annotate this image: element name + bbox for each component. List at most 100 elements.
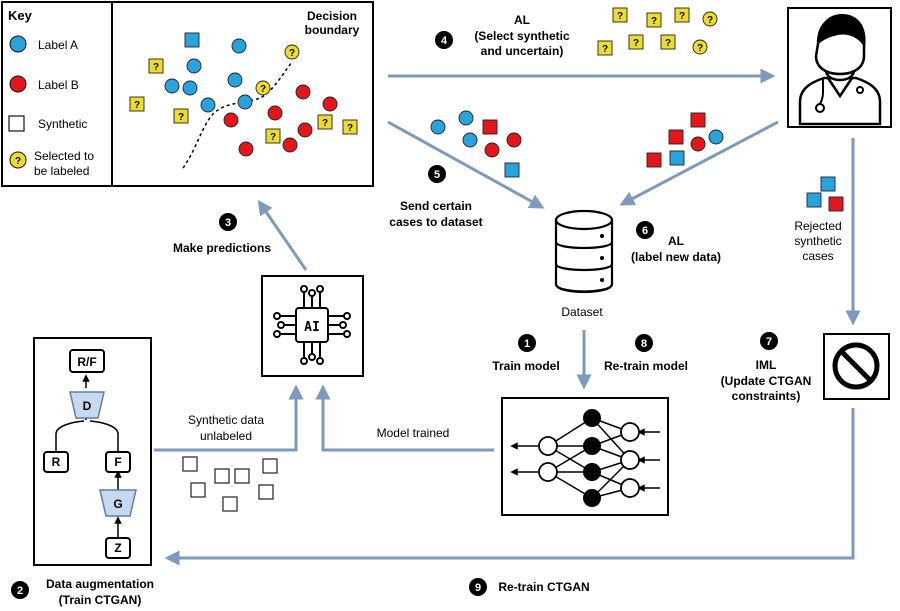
gan-rf: R/F [77, 355, 96, 369]
al-selected-mark-mark: ? [707, 15, 713, 26]
rejected-line1: Rejected [794, 219, 841, 233]
step-1-number: 1 [524, 338, 530, 350]
scatter-point [342, 119, 358, 135]
scatter-point [295, 84, 311, 100]
ai-chip-label: AI [304, 320, 320, 335]
arrow-model-trained [315, 384, 494, 452]
step-3-label: Make predictions [173, 241, 271, 255]
scatter-point [184, 32, 200, 48]
key-synthetic: Synthetic [38, 117, 87, 131]
step-7: 7 IML (Update CTGAN constraints) [721, 332, 811, 403]
synthetic-swatch [8, 115, 25, 132]
flow-arrows [154, 68, 861, 566]
step-9: 9 Re-train CTGAN [469, 578, 590, 596]
step-7-line3: constraints) [732, 389, 801, 403]
al-selected-mark [628, 34, 644, 50]
step-2-number: 2 [17, 585, 23, 597]
label-b-swatch [9, 75, 27, 93]
scatter-point [237, 94, 253, 110]
scatter-point [186, 58, 202, 74]
scatter-point [267, 105, 283, 121]
model-trained-label: Model trained [377, 426, 450, 440]
scatter-point-mark: ? [270, 132, 276, 143]
scatter-point [227, 72, 243, 88]
gan-z: Z [114, 541, 121, 555]
step-6-line1: AL [668, 234, 684, 248]
rejected-line2: synthetic [794, 234, 841, 248]
step-3-number: 3 [225, 217, 231, 229]
arrow-label-new [619, 120, 779, 206]
al-selected-mark [674, 7, 690, 23]
synthetic-unlabeled-mark [222, 496, 238, 512]
scatter-point [223, 112, 239, 128]
scatter-point [173, 108, 189, 124]
step-4-number: 4 [441, 35, 448, 47]
scatter-point-mark: ? [134, 100, 140, 111]
certain-case-mark [458, 110, 474, 126]
scatter-point [231, 38, 247, 54]
synthetic-unlabeled-mark [182, 456, 198, 472]
scatter-point-mark: ? [153, 62, 159, 73]
arrow-synthetic [154, 384, 304, 452]
dataset-label: Dataset [561, 305, 603, 319]
synthetic-unlabeled-mark [234, 468, 250, 484]
scatter-point-mark: ? [178, 112, 184, 123]
step-1: 1 Train model [492, 334, 560, 373]
al-selected-mark-mark: ? [651, 16, 657, 27]
synthetic-data-line1: Synthetic data [188, 413, 264, 427]
scatter-point [164, 78, 180, 94]
step-7-line1: IML [756, 358, 777, 372]
step-6: 6 AL (label new data) [631, 221, 721, 264]
scatter-point [255, 80, 271, 96]
rejected-case-mark [820, 176, 836, 192]
scatter-point-mark: ? [260, 84, 266, 95]
key-title: Key [8, 8, 33, 23]
step-8-number: 8 [641, 338, 647, 350]
arrow-predict [257, 199, 308, 271]
label-a-swatch [9, 35, 27, 53]
rejected-line3: cases [802, 249, 833, 263]
scatter-plot: Decision boundary ???????? [129, 9, 360, 169]
step-5-number: 5 [434, 169, 440, 181]
rejected-case-mark [806, 192, 822, 208]
scatter-point-mark: ? [289, 48, 295, 59]
step-3: 3 Make predictions [173, 213, 271, 255]
step-2-line2: (Train CTGAN) [59, 593, 142, 607]
step-1-label: Train model [492, 359, 559, 373]
al-selected-mark-mark: ? [633, 38, 639, 49]
synthetic-unlabeled-mark [262, 458, 278, 474]
al-selected-mark [646, 12, 662, 28]
scatter-point [322, 96, 338, 112]
scatter-point-mark: ? [347, 123, 353, 134]
scatter-point [284, 44, 300, 60]
certain-case-mark [504, 162, 520, 178]
al-selected-mark [612, 7, 628, 23]
gan-d: D [83, 399, 92, 413]
neural-network-panel [501, 397, 669, 516]
key-label-a: Label A [38, 38, 78, 52]
synthetic-unlabeled-mark [214, 468, 230, 484]
step-5-line2: cases to dataset [389, 215, 482, 229]
rejected-case-mark [828, 196, 844, 212]
arrow-send-certain [387, 120, 545, 209]
scatter-point [182, 80, 198, 96]
al-selected-mark [660, 34, 676, 50]
synthetic-data-line2: unlabeled [200, 429, 252, 443]
scatter-point [282, 137, 298, 153]
arrow-retrain-ctgan [164, 408, 855, 566]
al-selected-mark-mark: ? [679, 11, 685, 22]
selected-swatch-mark: ? [15, 156, 21, 167]
step-9-label: Re-train CTGAN [498, 580, 589, 594]
scatter-point [297, 122, 313, 138]
labeled-case-mark [668, 129, 684, 145]
discriminator-shape [69, 391, 105, 419]
ai-model-panel: AI [261, 275, 364, 377]
synthetic-unlabeled-mark [258, 484, 274, 500]
al-selected-mark-mark: ? [665, 38, 671, 49]
scatter-point [129, 96, 145, 112]
step-8-label: Re-train model [604, 359, 688, 373]
synthetic-unlabeled-marks [182, 456, 278, 512]
gan-g: G [113, 497, 122, 511]
